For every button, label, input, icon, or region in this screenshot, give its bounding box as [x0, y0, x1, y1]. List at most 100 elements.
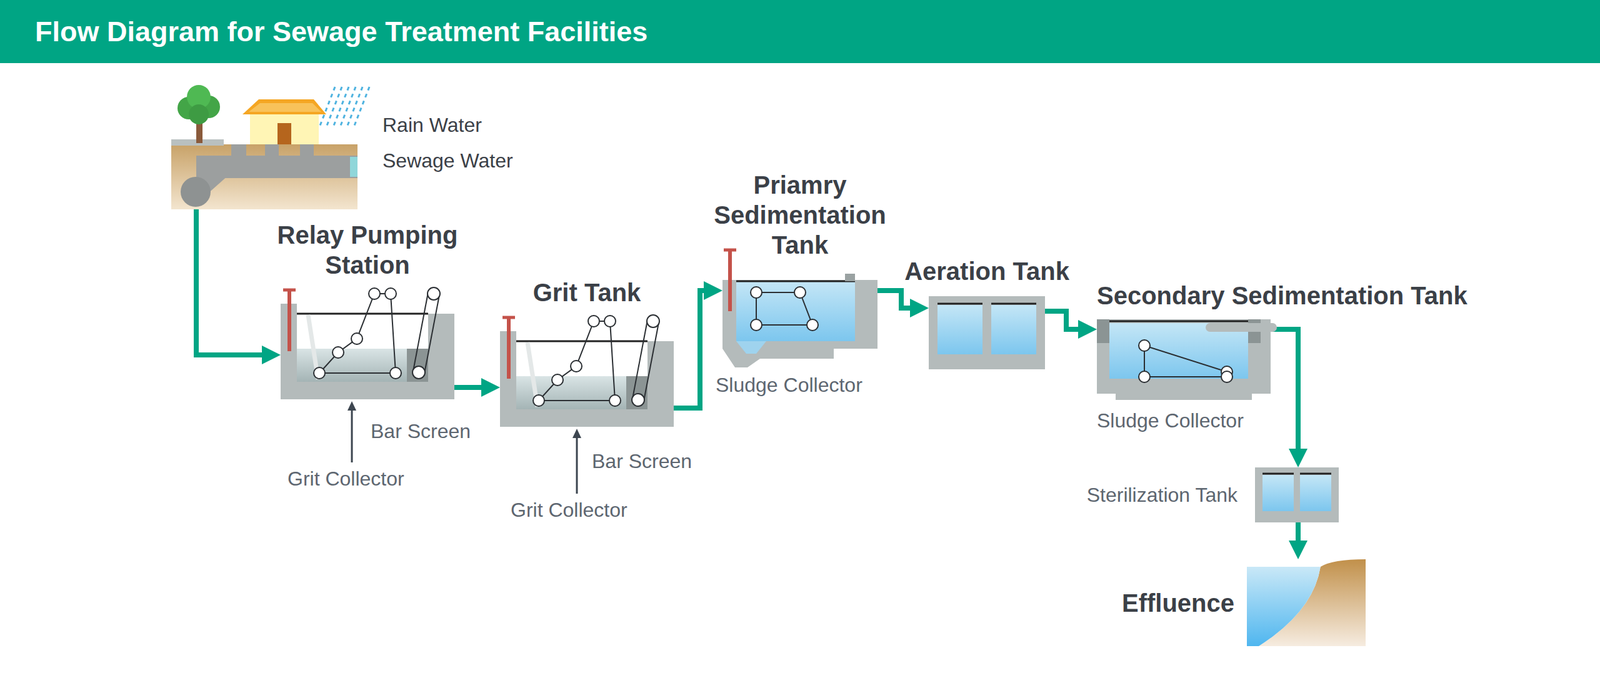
conveyor-roller: [390, 367, 402, 379]
bar-screen: [506, 317, 511, 379]
primary-tank: Priamry Sedimentation Tank: [722, 267, 878, 368]
tank-illustration: [928, 296, 1045, 370]
pipe-bend: [180, 176, 211, 207]
elevator-roller: [646, 315, 660, 328]
part-label: Bar Screen: [591, 450, 692, 474]
leader-head: [572, 428, 582, 439]
elevator-chain: [424, 295, 440, 374]
flow-arrow: [454, 385, 493, 390]
aeration-tank: Aeration Tank: [928, 296, 1045, 370]
house-door: [277, 123, 292, 145]
part-label: Bar Screen: [370, 420, 471, 444]
tank-illustration: [1246, 559, 1366, 647]
elevator-chain: [643, 322, 659, 402]
tank-illustration: [171, 86, 358, 210]
tank-concrete: [1255, 467, 1339, 523]
node-text: Sewage Water: [382, 148, 514, 173]
tank-floor: [1115, 392, 1252, 400]
part-label: Grit Collector: [510, 498, 628, 522]
node-heading: Priamry Sedimentation Tank: [696, 170, 904, 260]
conveyor-roller: [332, 346, 344, 359]
node-heading: Grit Tank: [533, 277, 642, 308]
bar-screen-cap: [502, 316, 515, 320]
sludge-hopper: [736, 341, 767, 354]
conveyor-roller: [351, 333, 363, 345]
conveyor-roller: [313, 367, 325, 379]
tank-illustration: [500, 316, 674, 427]
elevator-chain: [413, 292, 429, 372]
bar-screen: [728, 250, 732, 312]
node-heading: Relay Pumping Station: [261, 220, 474, 280]
bar-screen-cap: [723, 248, 737, 252]
walkway-line: [296, 313, 429, 315]
effluent-river: Effluence: [1246, 559, 1366, 647]
node-heading: Secondary Sedimentation Tank: [1096, 280, 1468, 311]
grit-tank: Grit Tank: [500, 316, 674, 427]
water: [937, 305, 983, 355]
water: [1262, 475, 1294, 512]
rain-streak: [320, 86, 335, 126]
water: [991, 305, 1037, 355]
walkway-line: [516, 340, 648, 343]
water: [1300, 475, 1332, 512]
outlet-pipe: [1205, 323, 1277, 332]
tank-illustration: [722, 267, 878, 368]
conveyor-roller: [750, 319, 762, 331]
node-heading: Effluence: [1121, 588, 1235, 619]
flow-arrow: [196, 209, 274, 355]
walkway-line: [937, 303, 983, 305]
conveyor-chain: [1144, 345, 1227, 377]
pumping-station: Relay Pumping Station: [280, 288, 455, 400]
walkway-line: [1109, 320, 1249, 323]
walkway-line: [991, 303, 1037, 305]
conveyor-roller: [570, 360, 582, 372]
bar-screen: [287, 290, 292, 352]
conveyor-roller: [368, 288, 380, 300]
conveyor-roller: [551, 374, 564, 386]
conveyor-roller: [588, 315, 600, 327]
diagram-title: Flow Diagram for Sewage Treatment Facili…: [35, 0, 648, 64]
conveyor-chain: [538, 321, 615, 401]
flow-arrow: [1045, 311, 1090, 330]
inlet-shaft: [231, 144, 247, 157]
conveyor-roller: [1138, 371, 1150, 383]
concrete-wall: [428, 313, 455, 400]
part-label: Sludge Collector: [1096, 409, 1244, 433]
tank-block: [1096, 319, 1110, 344]
node-heading: Sterilization Tank: [1086, 483, 1238, 507]
tank-illustration: [280, 288, 455, 400]
flow-arrow: [673, 290, 715, 409]
sterilization-tank: Sterilization Tank: [1255, 467, 1339, 523]
pipe-water: [350, 156, 358, 177]
inlet-shaft: [265, 144, 279, 157]
rain-streak: [347, 86, 363, 126]
conveyor-roller: [750, 286, 762, 299]
flow-arrow: [1270, 329, 1299, 460]
source-illustration: Rain WaterSewage Water: [171, 86, 358, 210]
leader-line: [351, 408, 354, 463]
elevator-roller: [412, 366, 425, 379]
elevator-roller: [631, 393, 645, 407]
secondary-tank: Secondary Sedimentation Tank: [1096, 319, 1271, 400]
flow-arrow: [1295, 522, 1301, 552]
part-label: Grit Collector: [287, 467, 405, 491]
river-water: [1246, 566, 1321, 647]
conveyor-roller: [794, 286, 806, 299]
tank-illustration: [1255, 467, 1339, 523]
conveyor-chain: [319, 293, 396, 374]
bar-screen-cap: [283, 288, 296, 292]
rain-streak: [333, 86, 349, 126]
elevator-chain: [632, 320, 648, 399]
ground: [171, 144, 358, 210]
inlet-shaft: [300, 144, 314, 157]
rain-streak: [354, 86, 370, 126]
conveyor-roller: [604, 315, 616, 327]
node-heading: Rain Water: [382, 113, 482, 137]
tree-leaves: [188, 104, 209, 125]
conveyor-roller: [806, 319, 819, 331]
rain-streak: [340, 86, 356, 126]
conveyor-roller: [1221, 371, 1233, 383]
conveyor-roller: [1138, 340, 1150, 352]
rain-streak: [326, 86, 342, 126]
